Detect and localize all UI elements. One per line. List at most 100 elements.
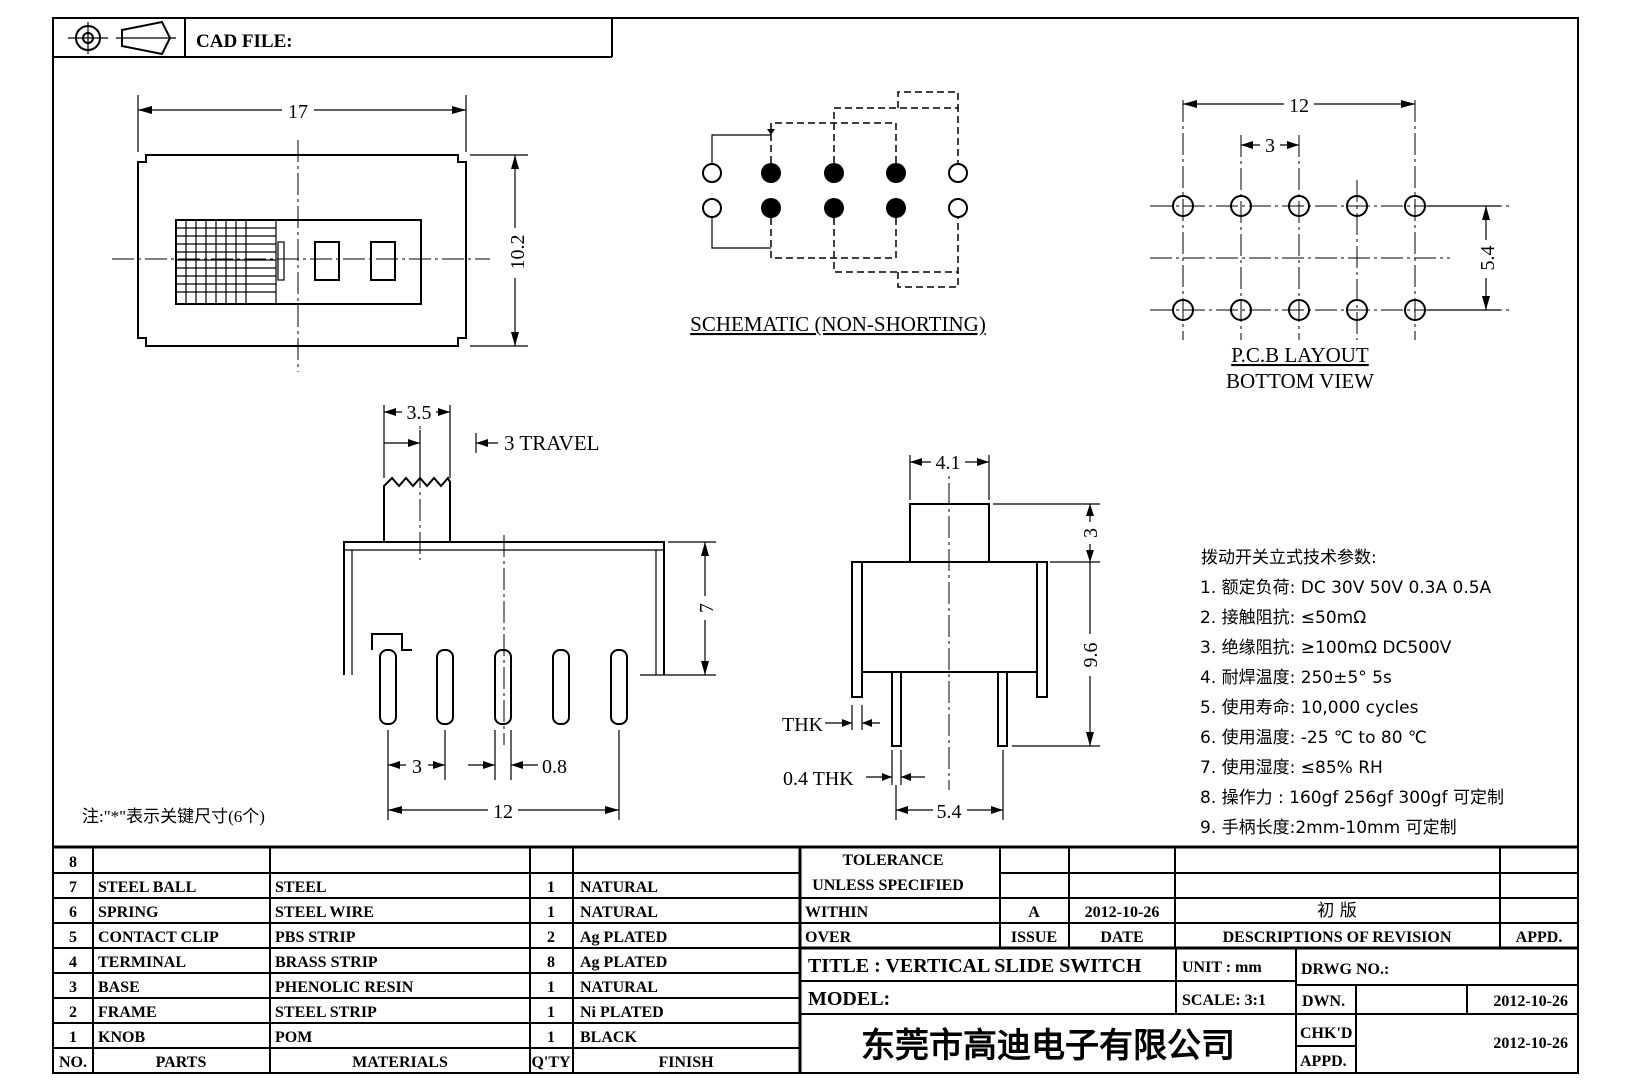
pcb-dim-12: 12 xyxy=(1289,95,1309,117)
pin-1 xyxy=(379,649,397,725)
bom-no-7: 7 xyxy=(69,879,77,896)
spec-item-6: 6. 使用温度: -25 ℃ to 80 ℃ xyxy=(1200,727,1427,748)
pin-5 xyxy=(610,649,628,725)
unit-label: UNIT : mm xyxy=(1182,959,1262,976)
spec-item-9: 9. 手柄长度:2mm-10mm 可定制 xyxy=(1200,818,1457,838)
bom-material-1: POM xyxy=(275,1029,312,1046)
bom-qty-2: 1 xyxy=(547,1004,555,1021)
projection-symbol-icon xyxy=(68,20,176,56)
issue-value: A xyxy=(1028,904,1040,921)
pin-2 xyxy=(436,649,454,725)
header-box: CAD FILE: xyxy=(53,18,613,58)
side-view: 4.1 3 9.6 THK 0.4 THK xyxy=(782,450,1102,823)
dim-height-7: 7 xyxy=(696,603,718,613)
bom-part-2: FRAME xyxy=(98,1004,157,1021)
bom-qty-7: 1 xyxy=(547,879,555,896)
dim-pin-0-8: 0.8 xyxy=(542,756,567,778)
unless-specified-label: UNLESS SPECIFIED xyxy=(812,877,964,894)
title-block: TOLERANCE UNLESS SPECIFIED WITHIN OVER A… xyxy=(800,847,1578,1073)
bom-finish-6: NATURAL xyxy=(580,904,658,921)
revision-description: 初 版 xyxy=(1317,901,1356,921)
thk-label: THK xyxy=(782,714,824,736)
bom-no-1: 1 xyxy=(69,1029,77,1046)
bom-part-1: KNOB xyxy=(98,1029,145,1046)
bom-no-2: 2 xyxy=(69,1004,77,1021)
bom-qty-4: 8 xyxy=(547,954,555,971)
bom-material-2: STEEL STRIP xyxy=(275,1004,377,1021)
schematic: SCHEMATIC (NON-SHORTING) xyxy=(690,91,986,336)
bom-header-qty: Q'TY xyxy=(531,1054,571,1071)
cad-file-label: CAD FILE: xyxy=(196,31,293,52)
date-label: DATE xyxy=(1100,929,1143,946)
dim-pitch-3: 3 xyxy=(412,756,422,778)
top-view: 17 10.2 xyxy=(112,95,529,372)
bom-qty-3: 1 xyxy=(547,979,555,996)
scale-label: SCALE: 3:1 xyxy=(1182,992,1266,1009)
bom-material-7: STEEL xyxy=(275,879,327,896)
schematic-caption: SCHEMATIC (NON-SHORTING) xyxy=(690,312,986,336)
key-dimension-note: 注:"*"表示关键尺寸(6个) xyxy=(82,807,265,826)
company-name: 东莞市高迪电子有限公司 xyxy=(861,1026,1235,1066)
model-label: MODEL: xyxy=(808,988,890,1010)
spec-item-5: 5. 使用寿命: 10,000 cycles xyxy=(1200,697,1419,718)
pcb-layout: 12 3 5.4 P.C.B LAYOUT BOTTOM VIEW xyxy=(1150,92,1510,393)
spec-item-3: 3. 绝缘阻抗: ≥100mΩ DC500V xyxy=(1200,638,1452,658)
dim-pin-span-5-4: 5.4 xyxy=(937,801,962,823)
drwg-no-label: DRWG NO.: xyxy=(1301,961,1389,978)
bom-part-6: SPRING xyxy=(98,904,159,921)
dim-total-9-6: 9.6 xyxy=(1080,643,1102,668)
spec-item-1: 1. 额定负荷: DC 30V 50V 0.3A 0.5A xyxy=(1200,578,1492,598)
bom-header-parts: PARTS xyxy=(156,1054,207,1071)
pcb-caption-line1: P.C.B LAYOUT xyxy=(1231,343,1369,367)
spec-item-7: 7. 使用湿度: ≤85% RH xyxy=(1200,757,1383,778)
within-label: WITHIN xyxy=(805,904,869,921)
drawing-title: TITLE : VERTICAL SLIDE SWITCH xyxy=(808,955,1142,977)
bom-qty-6: 1 xyxy=(547,904,555,921)
issue-date-value: 2012-10-26 xyxy=(1085,904,1160,921)
bom-no-6: 6 xyxy=(69,904,77,921)
bom-header-no: NO. xyxy=(59,1054,87,1071)
knob-ridges xyxy=(176,220,276,304)
bom-material-3: PHENOLIC RESIN xyxy=(275,979,414,996)
pin-4 xyxy=(552,649,570,725)
thk-04-label: 0.4 THK xyxy=(783,768,854,790)
dim-length-17: 17 xyxy=(288,101,308,123)
front-view: 3.5 3 TRAVEL 7 3 0.8 xyxy=(343,400,718,823)
drawing-border xyxy=(52,17,1579,1074)
dim-height-10-2: 10.2 xyxy=(507,235,529,270)
dwn-label: DWN. xyxy=(1302,993,1345,1010)
dim-knob-width-4-1: 4.1 xyxy=(936,452,961,474)
bom-table: 8 7 STEEL BALL STEEL 1 NATURAL 6 SPRING … xyxy=(53,845,1578,1073)
issue-label: ISSUE xyxy=(1011,929,1057,946)
bom-no-5: 5 xyxy=(69,929,77,946)
bom-no-8: 8 xyxy=(69,854,77,871)
bom-finish-2: Ni PLATED xyxy=(580,1004,664,1021)
bom-part-7: STEEL BALL xyxy=(98,879,196,896)
bom-finish-1: BLACK xyxy=(580,1029,637,1046)
bom-finish-3: NATURAL xyxy=(580,979,658,996)
bom-finish-4: Ag PLATED xyxy=(580,954,667,971)
spec-item-4: 4. 耐焊温度: 250±5° 5s xyxy=(1200,668,1392,688)
bom-material-6: STEEL WIRE xyxy=(275,904,374,921)
over-label: OVER xyxy=(805,929,852,946)
bom-qty-5: 2 xyxy=(547,929,555,946)
bom-finish-7: NATURAL xyxy=(580,879,658,896)
bom-part-4: TERMINAL xyxy=(98,954,186,971)
pcb-caption-line2: BOTTOM VIEW xyxy=(1226,369,1374,393)
travel-label: 3 TRAVEL xyxy=(504,431,599,455)
revision-desc-label: DESCRIPTIONS OF REVISION xyxy=(1223,929,1452,946)
bom-header-finish: FINISH xyxy=(658,1054,714,1071)
bom-no-3: 3 xyxy=(69,979,77,996)
pin-3 xyxy=(494,649,512,725)
dim-span-12: 12 xyxy=(493,801,513,823)
spec-item-2: 2. 接触阻抗: ≤50mΩ xyxy=(1200,608,1366,628)
chkd-label: CHK'D xyxy=(1300,1025,1352,1042)
spec-item-8: 8. 操作力 : 160gf 256gf 300gf 可定制 xyxy=(1200,788,1504,808)
bom-no-4: 4 xyxy=(69,954,77,971)
appd2-label: APPD. xyxy=(1300,1053,1347,1070)
bom-material-4: BRASS STRIP xyxy=(275,954,378,971)
spec-title: 拨动开关立式技术参数: xyxy=(1201,548,1377,568)
bom-qty-1: 1 xyxy=(547,1029,555,1046)
dim-knob-3-5: 3.5 xyxy=(407,402,432,424)
